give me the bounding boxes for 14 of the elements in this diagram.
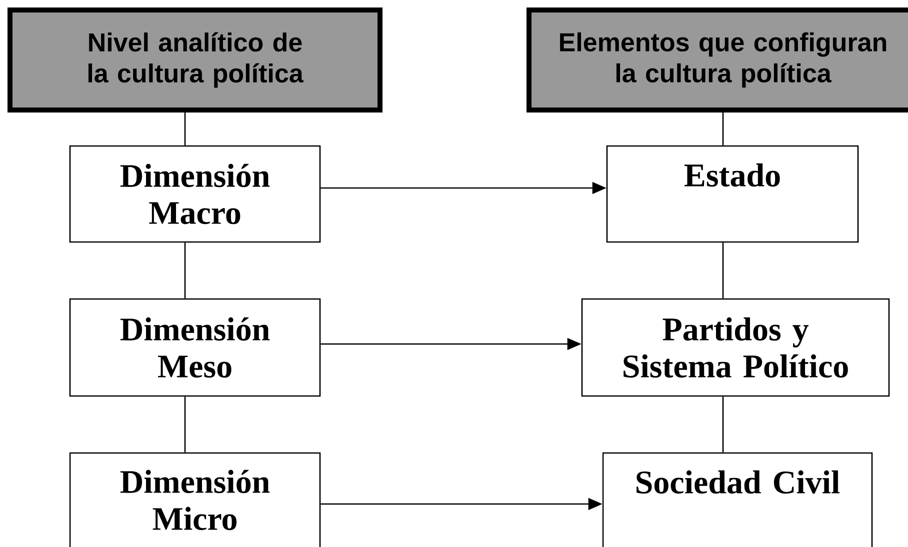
connector-line	[184, 396, 186, 452]
text-box: Sociedad Civil	[602, 452, 873, 547]
text-box: Dimensión Meso	[69, 298, 321, 397]
text-box: Partidos y Sistema Político	[581, 298, 890, 397]
header-box: Nivel analítico de la cultura política	[8, 8, 382, 112]
connector-line	[184, 242, 186, 298]
text-box: Estado	[606, 145, 859, 243]
connector-line	[722, 242, 724, 298]
text-box: Dimensión Micro	[69, 452, 321, 547]
text-box: Dimensión Macro	[69, 145, 321, 243]
connector-line	[184, 112, 186, 146]
header-box: Elementos que configuran la cultura política	[526, 8, 908, 112]
connector-line	[722, 396, 724, 452]
connector-line	[722, 112, 724, 146]
